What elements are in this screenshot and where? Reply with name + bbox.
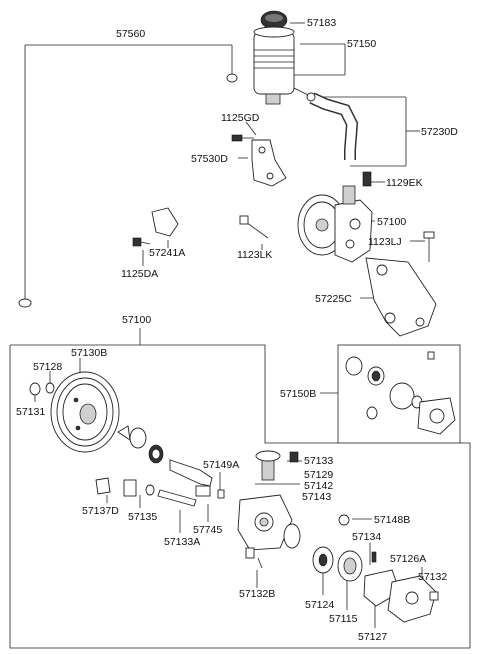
label-57745: 57745 <box>193 524 222 536</box>
label-57124: 57124 <box>305 599 334 611</box>
pump-bracket <box>365 257 437 337</box>
label-57126A: 57126A <box>390 553 426 565</box>
reservoir-cap <box>260 10 288 30</box>
label-57127: 57127 <box>358 631 387 643</box>
label-57132: 57132 <box>418 571 447 583</box>
label-57530D: 57530D <box>191 153 228 165</box>
nut-57128 <box>45 382 55 394</box>
pump-body <box>237 450 350 569</box>
labels: 57183 57150 57560 1125GD 57230D 57530D 1… <box>16 17 458 643</box>
label-1125DA: 1125DA <box>121 268 158 280</box>
bolt-1123LJ <box>423 231 435 262</box>
label-57150B: 57150B <box>280 388 316 400</box>
bolt-1123LK <box>239 215 269 239</box>
rotor-set <box>312 546 439 623</box>
label-57129: 57129 <box>304 469 333 481</box>
shaft-assembly <box>95 425 225 507</box>
label-1123LK: 1123LK <box>237 249 272 261</box>
label-57230D: 57230D <box>421 126 458 138</box>
label-57100-upper: 57100 <box>377 216 406 228</box>
label-57150: 57150 <box>347 38 376 50</box>
label-57130B: 57130B <box>71 347 107 359</box>
label-1123LJ: 1123LJ <box>368 236 402 248</box>
label-1125GD: 1125GD <box>221 112 260 124</box>
power-steering-pump-icon <box>297 171 373 263</box>
label-57149A: 57149A <box>203 459 239 471</box>
label-1129EK: 1129EK <box>386 177 423 189</box>
label-57115: 57115 <box>329 613 358 625</box>
label-57143: 57143 <box>302 491 331 503</box>
label-57134: 57134 <box>352 531 381 543</box>
pulley-icon <box>50 371 120 453</box>
washer-57131 <box>29 382 41 396</box>
label-57133A: 57133A <box>164 536 200 548</box>
bracket-icon <box>251 139 287 187</box>
hose-icon <box>18 73 359 308</box>
bolt-icon <box>231 134 254 142</box>
label-57133: 57133 <box>304 455 333 467</box>
leader-lines <box>9 22 471 649</box>
reservoir-icon <box>253 26 311 105</box>
bolt-1125DA <box>132 237 151 247</box>
label-57225C: 57225C <box>315 293 352 305</box>
label-57560: 57560 <box>116 28 145 40</box>
label-57128: 57128 <box>33 361 62 373</box>
label-57137D: 57137D <box>82 505 119 517</box>
label-57148B: 57148B <box>374 514 410 526</box>
label-57132B: 57132B <box>239 588 275 600</box>
clip-57241A <box>151 207 179 237</box>
label-57183: 57183 <box>307 17 336 29</box>
label-57142: 57142 <box>304 480 333 492</box>
label-57100-lower: 57100 <box>122 314 151 326</box>
label-57241A: 57241A <box>149 247 185 259</box>
label-57135: 57135 <box>128 511 157 523</box>
label-57131: 57131 <box>16 406 45 418</box>
seal-kit <box>345 351 456 435</box>
